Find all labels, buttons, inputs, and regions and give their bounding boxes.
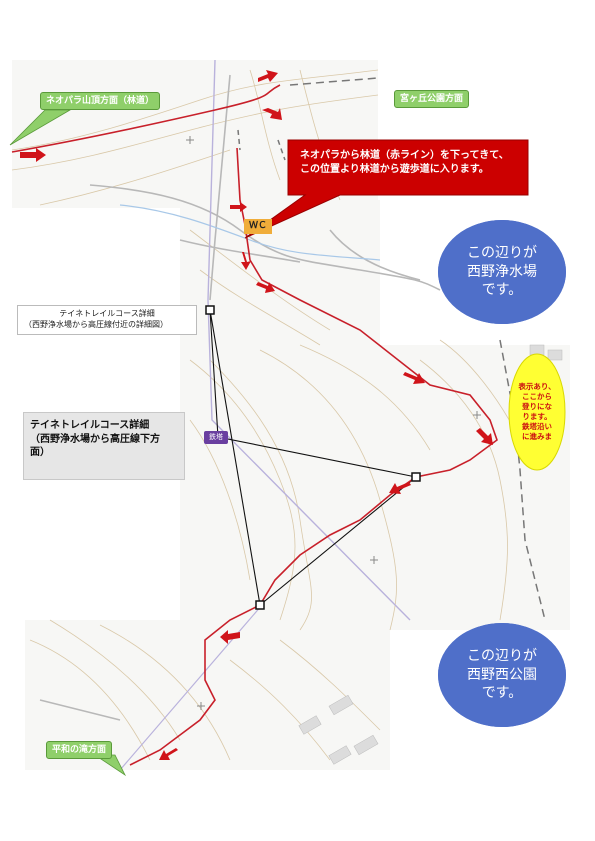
trail-detail-small-box: テイネトレイルコース詳細 （西野浄水場から高圧線付近の詳細図） (17, 305, 197, 335)
red-callout-shape (244, 139, 529, 239)
power-line (207, 59, 411, 621)
park-line-2: 西野西公園 (467, 666, 537, 683)
yellow-line-3: 登りにな (522, 401, 552, 411)
yellow-line-2: ここから (522, 391, 552, 401)
callout-line-1: ネオパラから林道（赤ライン）を下ってきて、 (300, 150, 509, 161)
trail-detail-large-box: テイネトレイルコース詳細 （西野浄水場から高圧線下方 面） (23, 412, 185, 480)
yellow-note-oval: 表示あり、 ここから 登りにな ります。 鉄塔沿い に進みま (509, 354, 565, 470)
oval-line-1: この辺りが (467, 244, 537, 261)
wc-icon: ＷＣ (244, 219, 272, 234)
boundary-line-2 (237, 129, 286, 161)
stream (119, 204, 381, 261)
detail-small-line-1: テイネトレイルコース詳細 (59, 309, 155, 318)
yellow-line-4: ります。 (522, 412, 552, 421)
grid-crosses (186, 136, 481, 710)
yellow-line-6: に進みま (522, 432, 552, 442)
detail-large-line-1: テイネトレイルコース詳細 (30, 420, 150, 431)
detail-small-line-2: （西野浄水場から高圧線付近の詳細図） (24, 319, 168, 329)
route-callout: ネオパラから林道（赤ライン）を下ってきて、 この位置より林道から遊歩道に入ります… (290, 141, 528, 184)
waypoint-squares (205, 305, 421, 610)
roads (39, 74, 441, 721)
callout-line-2: この位置より林道から遊歩道に入ります。 (300, 163, 489, 175)
nishino-water-plant-oval: この辺りが 西野浄水場 です。 (438, 220, 566, 324)
detail-large-line-3: 面） (30, 447, 50, 458)
yellow-line-5: 鉄塔沿い (522, 422, 552, 432)
neopara-summit-label: ネオパラ山頂方面（林道） (40, 92, 161, 111)
detail-large-line-2: （西野浄水場から高圧線下方 (30, 433, 160, 445)
contour-lines (11, 69, 521, 761)
yellow-line-1: 表示あり、 (518, 381, 556, 391)
park-line-3: です。 (481, 685, 523, 702)
yellow-note-oval-shape (508, 353, 566, 471)
nishino-west-park-oval: この辺りが 西野西公園 です。 (438, 623, 566, 727)
oval-line-2: 西野浄水場 (467, 263, 537, 280)
park-line-1: この辺りが (467, 647, 537, 664)
direction-arrows (20, 70, 493, 760)
steel-tower-icon: 鉄塔 (204, 431, 228, 444)
heiwa-falls-label: 平和の滝方面 (46, 741, 113, 760)
miyagaoka-park-label: 宮ヶ丘公園方面 (394, 90, 470, 109)
oval-line-3: です。 (481, 282, 523, 299)
